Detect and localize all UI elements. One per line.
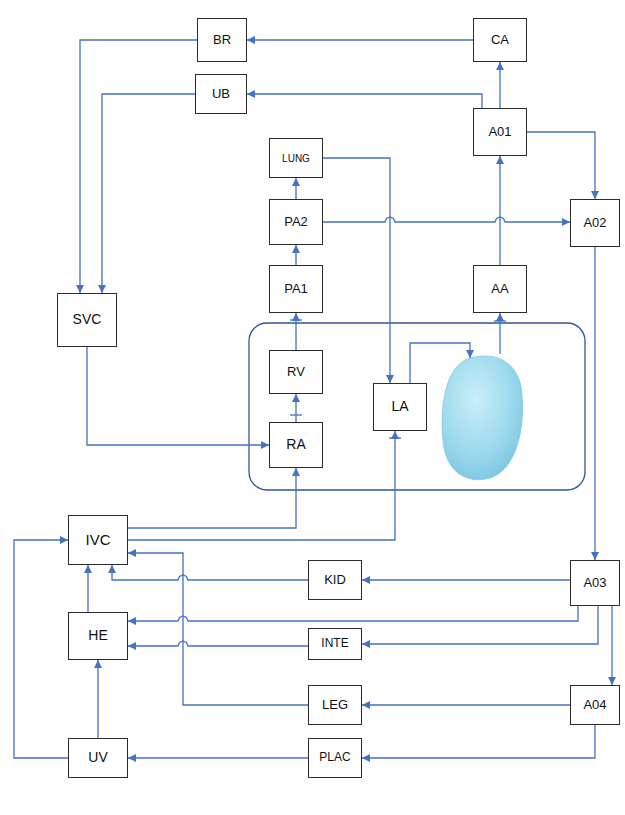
flow-arrow xyxy=(128,431,395,540)
box-label: A01 xyxy=(488,125,511,139)
box-label: A04 xyxy=(583,698,606,712)
flow-arrow xyxy=(499,156,500,265)
box-label: BR xyxy=(213,33,231,47)
compartment-box: PA2 xyxy=(269,199,323,245)
flow-arrow xyxy=(14,540,68,758)
compartment-box: CA xyxy=(473,18,527,62)
box-label: SVC xyxy=(73,312,102,327)
flow-arrow xyxy=(499,62,500,108)
compartment-box: LA xyxy=(373,383,427,431)
compartment-box: A02 xyxy=(570,199,620,247)
compartment-box: RV xyxy=(269,350,323,394)
valve-tick xyxy=(290,414,302,415)
box-label: INTE xyxy=(321,637,348,650)
flow-arrow xyxy=(323,158,390,383)
compartment-box: UB xyxy=(195,74,247,114)
box-label: PA2 xyxy=(284,215,308,229)
ventricle-shape xyxy=(442,356,522,480)
compartment-box: IVC xyxy=(68,515,128,565)
flow-arrow xyxy=(594,247,595,560)
flow-arrow xyxy=(247,39,473,40)
flow-arrow xyxy=(128,757,308,758)
compartment-box: UV xyxy=(68,738,128,778)
flow-arrow xyxy=(362,606,598,644)
flow-arrow xyxy=(295,245,296,265)
flow-arrow xyxy=(527,132,595,199)
compartment-box: INTE xyxy=(308,628,362,660)
flow-arrow xyxy=(87,347,269,445)
flow-arrow xyxy=(295,178,296,199)
flow-arrow xyxy=(80,40,197,293)
compartment-box: LEG xyxy=(308,685,362,725)
box-label: RA xyxy=(286,437,305,452)
compartment-box: AA xyxy=(473,265,527,313)
box-label: UB xyxy=(212,87,230,101)
flow-arrow xyxy=(295,313,296,350)
flow-arrow xyxy=(362,725,595,758)
box-label: UV xyxy=(88,750,107,765)
compartment-box: A04 xyxy=(570,685,620,725)
flow-arrow xyxy=(611,606,612,685)
heart-region xyxy=(249,323,585,490)
box-label: A02 xyxy=(583,216,606,230)
valve-tick xyxy=(290,319,302,320)
flow-arrow xyxy=(323,217,570,222)
valve-tick xyxy=(494,320,506,321)
compartment-box: RA xyxy=(269,422,323,468)
box-label: PLAC xyxy=(319,751,350,764)
flow-arrow xyxy=(247,94,482,108)
compartment-box: LUNG xyxy=(269,138,323,178)
ventricle-outflow-line xyxy=(499,313,500,354)
compartment-box: KID xyxy=(308,560,362,600)
flow-arrow xyxy=(112,565,308,580)
flow-arrow xyxy=(87,565,88,612)
box-label: LEG xyxy=(322,698,348,712)
box-label: HE xyxy=(88,628,107,643)
box-label: IVC xyxy=(85,532,110,549)
box-label: KID xyxy=(324,573,346,587)
compartment-box: SVC xyxy=(57,293,117,347)
flow-arrow xyxy=(128,641,308,646)
compartment-box: A03 xyxy=(570,560,620,606)
connector-group xyxy=(14,40,612,758)
valve-tick xyxy=(389,437,401,438)
box-label: RV xyxy=(287,365,305,379)
compartment-box: PLAC xyxy=(308,738,362,778)
flow-arrow xyxy=(295,394,296,422)
compartment-box: PA1 xyxy=(269,265,323,313)
flow-arrow xyxy=(128,606,578,621)
compartment-box: HE xyxy=(68,612,128,660)
atrium-to-ventricle-line xyxy=(410,343,470,383)
flow-arrow xyxy=(128,468,296,528)
flow-arrow xyxy=(362,704,570,705)
box-label: PA1 xyxy=(284,282,308,296)
flow-arrow xyxy=(102,94,195,293)
box-label: CA xyxy=(491,33,509,47)
compartment-box: A01 xyxy=(473,108,527,156)
box-label: LA xyxy=(391,399,408,414)
compartment-box: BR xyxy=(197,18,247,62)
flow-arrow xyxy=(362,579,570,580)
box-label: AA xyxy=(491,282,508,296)
box-label: A03 xyxy=(583,576,606,590)
flow-arrow xyxy=(97,660,98,738)
box-label: LUNG xyxy=(282,153,310,164)
flow-arrow xyxy=(128,553,308,705)
